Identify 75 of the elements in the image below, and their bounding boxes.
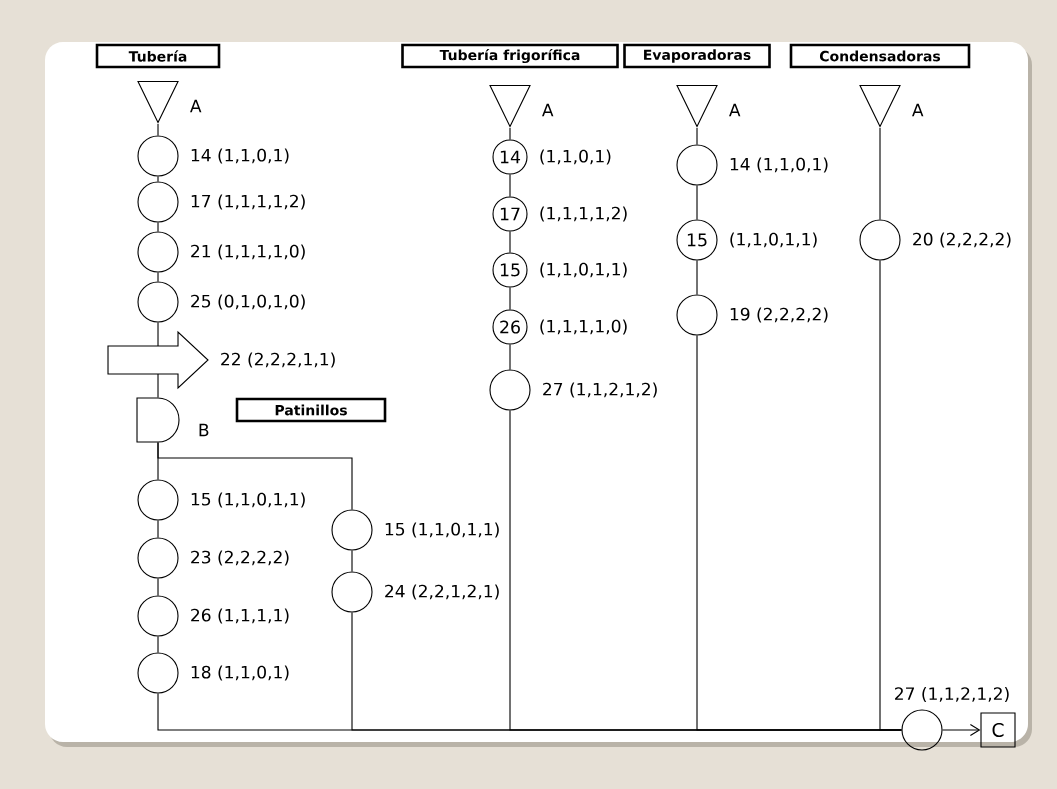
operation-circle xyxy=(676,144,718,186)
connector-line xyxy=(157,272,159,282)
step-label: 27 (1,1,2,1,2) xyxy=(543,382,657,398)
step-label: 25 (0,1,0,1,0) xyxy=(191,294,305,310)
step-label: 19 (2,2,2,2) xyxy=(730,307,828,323)
operation-circle xyxy=(676,294,718,336)
step-label: A xyxy=(542,103,554,117)
step-label: 14 (1,1,0,1) xyxy=(191,148,289,164)
step-label: 22 (2,2,2,1,1) xyxy=(221,352,335,368)
connector-line xyxy=(509,287,511,310)
connector-line xyxy=(509,174,511,197)
connector-line xyxy=(942,723,981,737)
terminal-box: C xyxy=(980,712,1016,748)
connector-line xyxy=(696,260,698,295)
step-label: (1,1,0,1,1) xyxy=(540,262,627,278)
step-label: 18 (1,1,0,1) xyxy=(191,665,289,681)
connector-line xyxy=(157,322,159,347)
operation-circle xyxy=(137,595,179,637)
connector-line xyxy=(157,578,159,596)
operation-circle xyxy=(859,219,901,261)
operation-circle xyxy=(137,135,179,177)
step-label: B xyxy=(199,423,209,437)
step-label: 24 (2,2,1,2,1) xyxy=(385,584,499,600)
operation-circle xyxy=(137,537,179,579)
step-label: 14 (1,1,0,1) xyxy=(730,157,828,173)
connector-line xyxy=(696,185,698,220)
operation-circle xyxy=(331,509,373,551)
step-label: 15 (1,1,0,1,1) xyxy=(191,492,305,508)
operation-circle xyxy=(331,571,373,613)
step-label: 20 (2,2,2,2) xyxy=(913,232,1011,248)
step-label: 15 (1,1,0,1,1) xyxy=(385,522,499,538)
connector-line xyxy=(509,344,511,370)
storage-triangle xyxy=(489,84,531,128)
step-label: (1,1,1,1,0) xyxy=(540,319,627,335)
operation-circle xyxy=(901,709,943,751)
step-label: (1,1,1,1,2) xyxy=(540,206,627,222)
connector-line xyxy=(509,231,511,253)
connector-line xyxy=(879,127,881,220)
connector-line xyxy=(157,123,159,136)
operation-circle xyxy=(137,652,179,694)
step-label: (1,1,0,1,1) xyxy=(730,232,817,248)
transport-symbol xyxy=(107,330,209,390)
connector-line xyxy=(879,260,902,731)
operation-circle xyxy=(137,479,179,521)
connector-line xyxy=(509,127,511,140)
header-box: Evaporadoras xyxy=(623,43,771,69)
header-box: Tubería frigorífica xyxy=(401,43,619,69)
connector-line xyxy=(157,442,353,510)
operation-circle xyxy=(137,281,179,323)
operation-circle xyxy=(137,181,179,223)
connector-line xyxy=(157,636,159,653)
step-label: 23 (2,2,2,2) xyxy=(191,550,289,566)
connector-line xyxy=(351,550,353,572)
step-label: A xyxy=(912,103,924,117)
operation-circle xyxy=(489,369,531,411)
storage-triangle xyxy=(137,80,179,124)
step-label: 21 (1,1,1,1,0) xyxy=(191,244,305,260)
operation-circle xyxy=(137,231,179,273)
storage-triangle xyxy=(859,84,901,128)
header-box: Condensadoras xyxy=(789,43,971,69)
step-label: 26 (1,1,1,1) xyxy=(191,608,289,624)
delay-symbol xyxy=(136,397,180,443)
step-label: 17 (1,1,1,1,2) xyxy=(191,194,305,210)
connector-line xyxy=(157,373,159,398)
connector-line xyxy=(157,222,159,232)
storage-triangle xyxy=(676,84,718,128)
step-label: 27 (1,1,2,1,2) xyxy=(895,686,1009,703)
header-box: Patinillos xyxy=(235,397,387,423)
step-label: A xyxy=(190,99,202,113)
connector-line xyxy=(696,127,698,145)
step-label: A xyxy=(729,103,741,117)
step-label: (1,1,0,1) xyxy=(540,149,611,165)
connector-line xyxy=(157,520,159,538)
connector-line xyxy=(157,176,159,182)
header-box: Tubería xyxy=(95,43,221,69)
